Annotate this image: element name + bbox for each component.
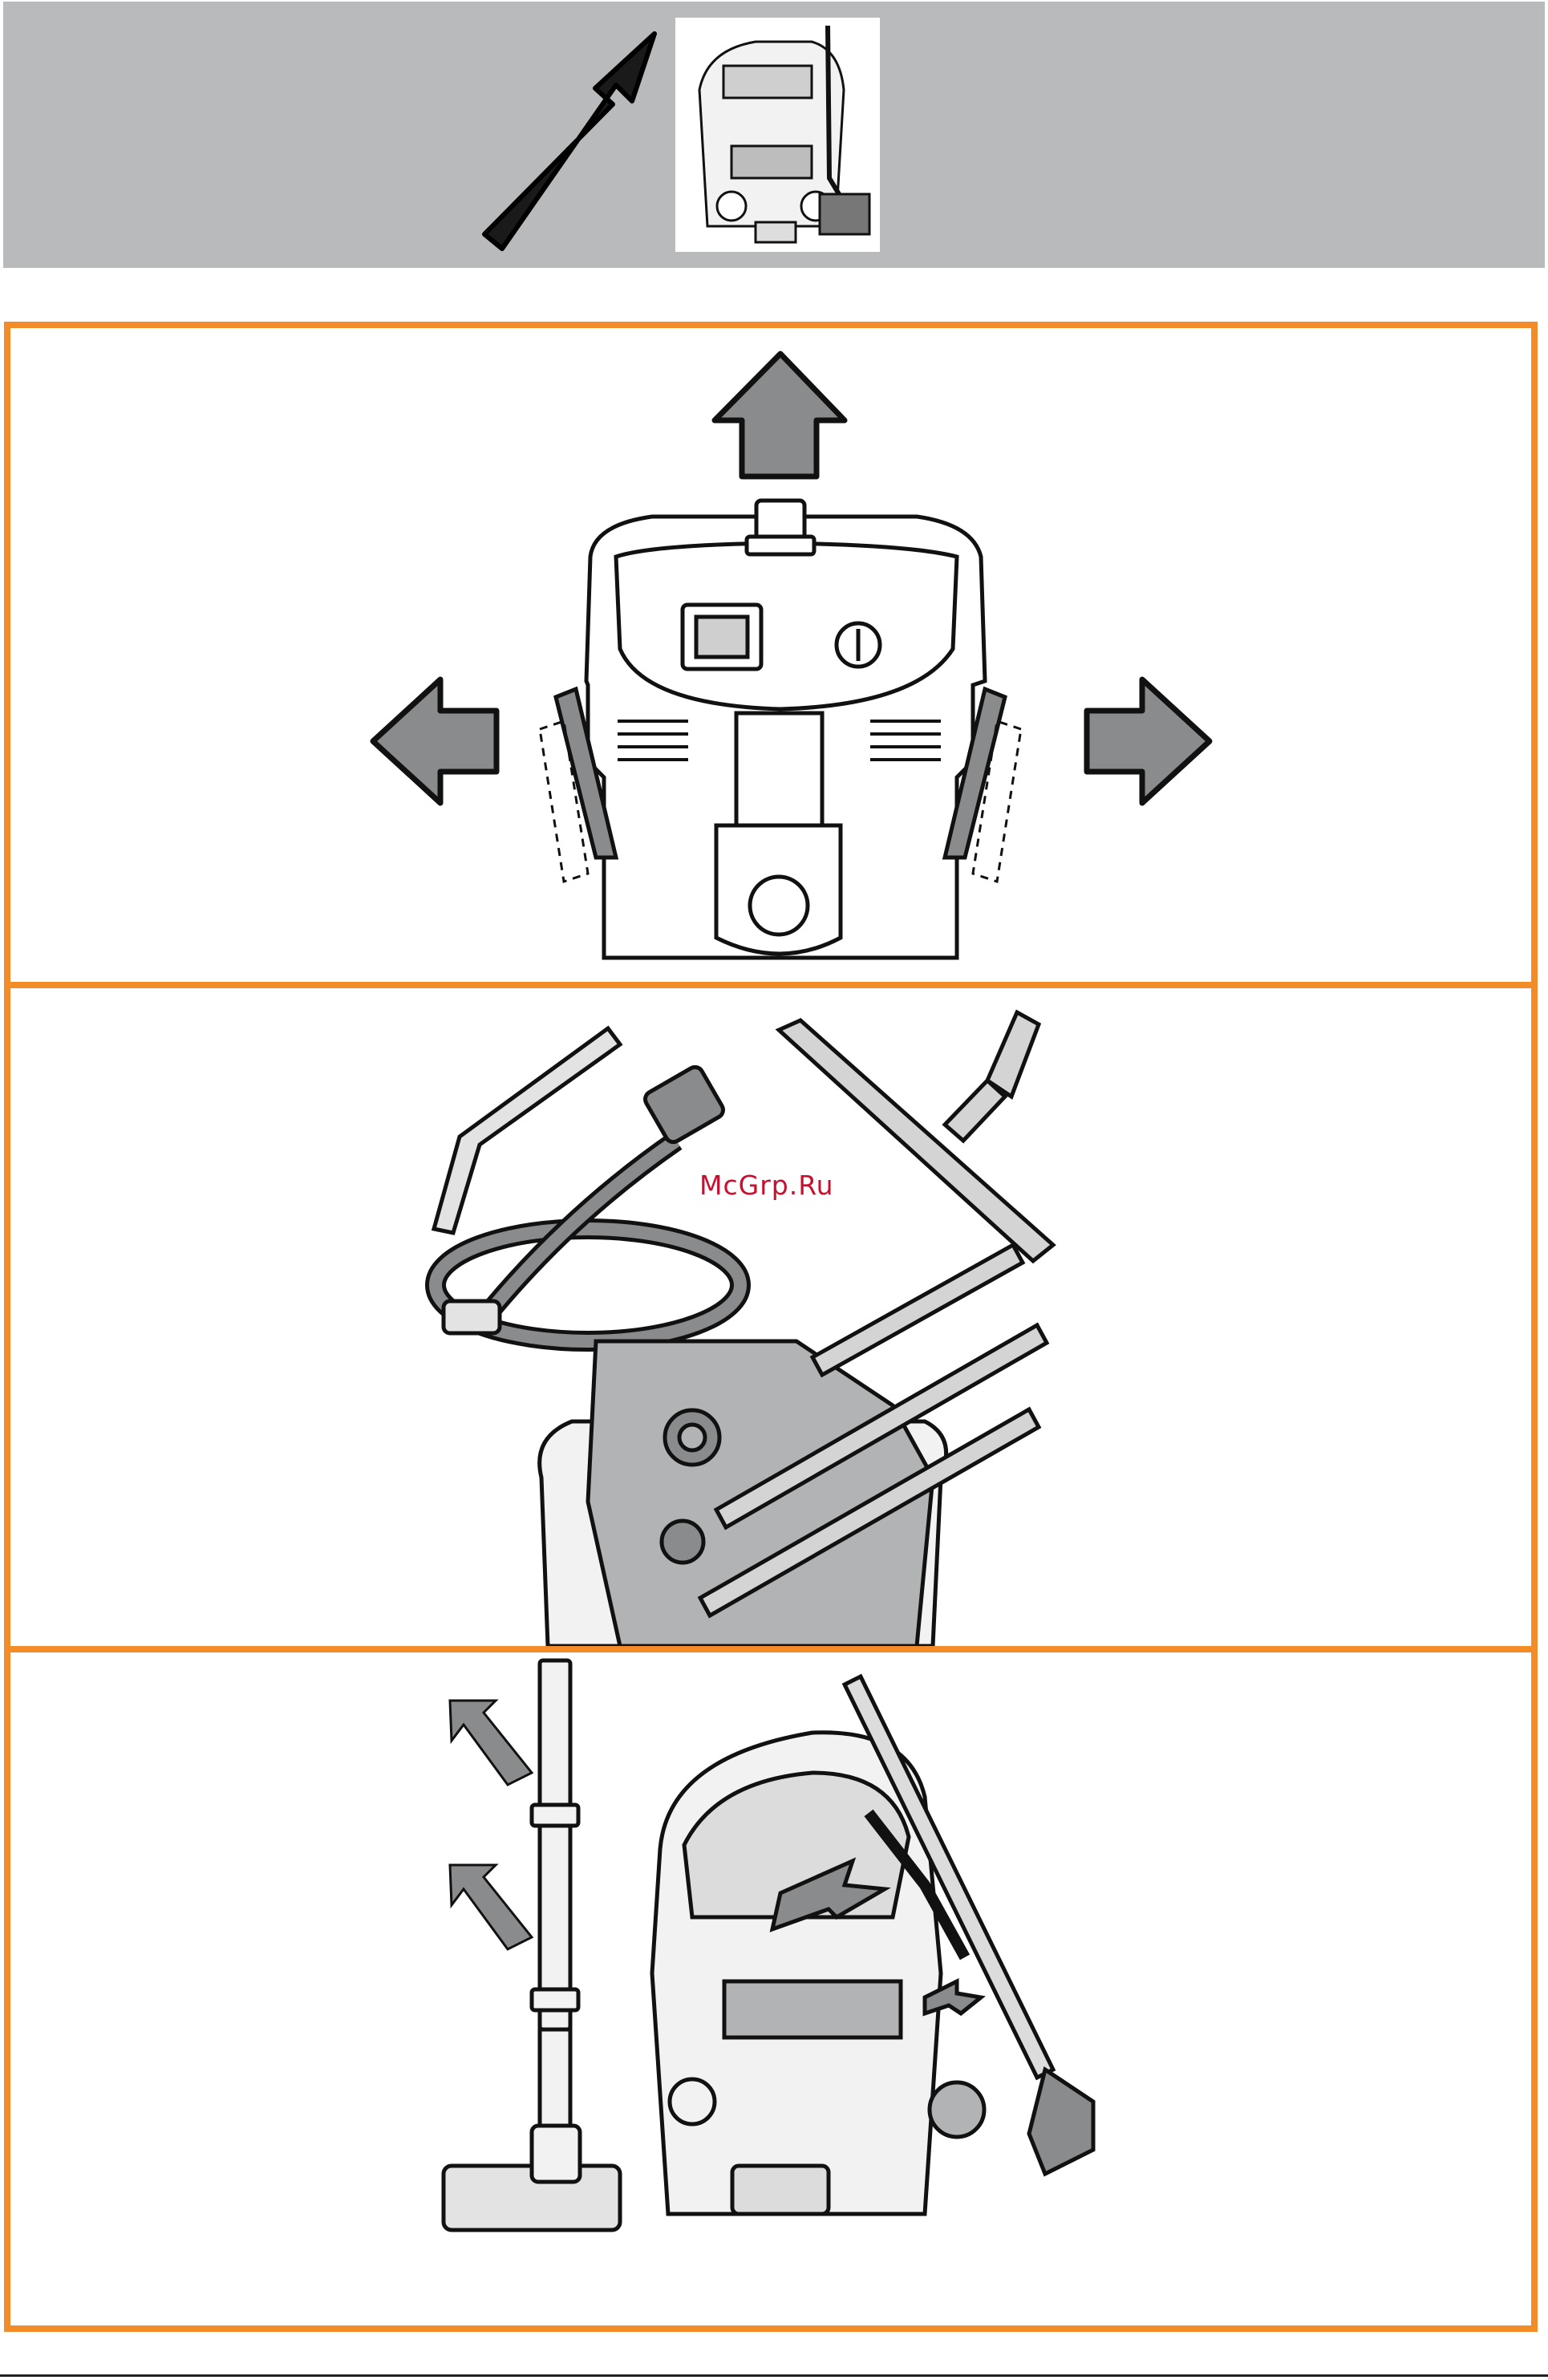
vacuum-lid-illustration bbox=[540, 501, 1021, 958]
arrow-left-icon bbox=[373, 679, 496, 803]
vacuum-thumbnail bbox=[675, 18, 880, 252]
panel-accessories bbox=[4, 982, 1538, 1652]
arrow-up-icon bbox=[715, 354, 845, 476]
bottom-rule bbox=[0, 2374, 1548, 2377]
header-band bbox=[3, 2, 1545, 268]
press-arrow-icon bbox=[450, 1701, 532, 1949]
panel-assembly bbox=[4, 1646, 1538, 2332]
suction-hose-illustration bbox=[436, 1064, 740, 1341]
watermark-text: McGrp.Ru bbox=[699, 1170, 860, 1205]
suction-tube-illustration bbox=[444, 1660, 620, 2230]
floor-nozzle-illustration bbox=[779, 1012, 1053, 1261]
arrow-right-icon bbox=[1087, 679, 1210, 803]
panel-remove-lid bbox=[4, 322, 1538, 988]
assembled-vacuum-illustration bbox=[652, 1677, 1093, 2214]
